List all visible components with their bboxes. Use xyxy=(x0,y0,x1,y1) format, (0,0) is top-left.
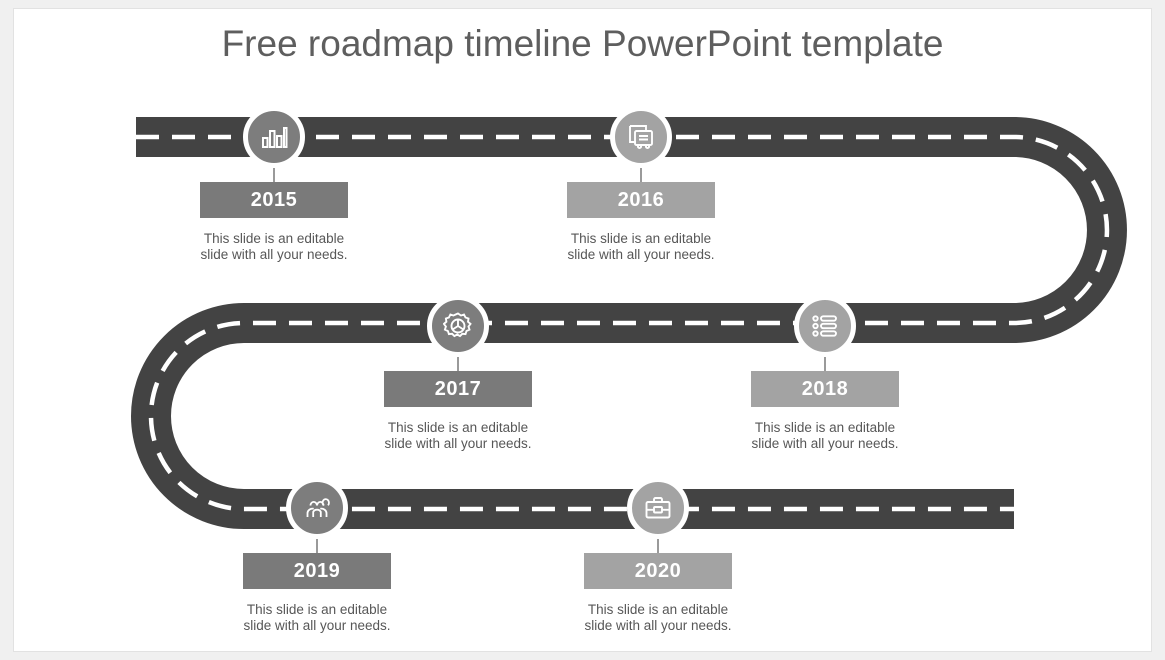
description-line1: This slide is an editable xyxy=(570,231,712,246)
description-line2: slide with all your needs. xyxy=(243,618,391,633)
badge-2018[interactable] xyxy=(794,295,856,357)
badge-2019[interactable] xyxy=(286,477,348,539)
year-label-2015: 2015 xyxy=(200,182,348,218)
page-title: Free roadmap timeline PowerPoint templat… xyxy=(221,23,944,64)
description-line1: This slide is an editable xyxy=(754,420,896,435)
year-label-2017: 2017 xyxy=(384,371,532,407)
badge-2016[interactable] xyxy=(610,106,672,168)
badge-2015[interactable] xyxy=(243,106,305,168)
description-line1: This slide is an editable xyxy=(203,231,345,246)
year-label-2018: 2018 xyxy=(751,371,899,407)
description-line2: slide with all your needs. xyxy=(751,436,899,451)
briefcase-icon xyxy=(643,493,673,523)
description-2015: This slide is an editable slide with all… xyxy=(159,231,389,263)
description-2018: This slide is an editable slide with all… xyxy=(710,420,940,452)
description-2016: This slide is an editable slide with all… xyxy=(526,231,756,263)
year-label-2016: 2016 xyxy=(567,182,715,218)
badge-2017[interactable] xyxy=(427,295,489,357)
roadmap-road xyxy=(131,117,1127,529)
people-group-icon xyxy=(302,493,332,523)
list-icon xyxy=(810,311,840,341)
description-line2: slide with all your needs. xyxy=(384,436,532,451)
badge-2020[interactable] xyxy=(627,477,689,539)
description-line1: This slide is an editable xyxy=(246,602,388,617)
description-2020: This slide is an editable slide with all… xyxy=(543,602,773,634)
description-line1: This slide is an editable xyxy=(387,420,529,435)
description-2017: This slide is an editable slide with all… xyxy=(343,420,573,452)
description-line2: slide with all your needs. xyxy=(200,247,348,262)
road-centerline-dashes xyxy=(136,134,1110,512)
year-label-2019: 2019 xyxy=(243,553,391,589)
bar-chart-icon xyxy=(259,122,289,152)
description-2019: This slide is an editable slide with all… xyxy=(202,602,432,634)
description-line1: This slide is an editable xyxy=(587,602,729,617)
year-label-2020: 2020 xyxy=(584,553,732,589)
documents-icon xyxy=(626,122,656,152)
description-line2: slide with all your needs. xyxy=(567,247,715,262)
description-line2: slide with all your needs. xyxy=(584,618,732,633)
slide-canvas: Free roadmap timeline PowerPoint templat… xyxy=(13,8,1152,652)
gear-icon xyxy=(443,311,473,341)
